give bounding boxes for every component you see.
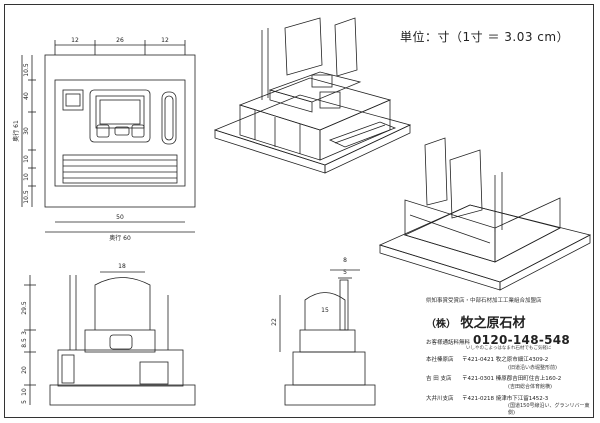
office-name: 大井川支店 — [426, 395, 454, 402]
phone-line: お客様通話料無料 0120-148-548 — [426, 332, 596, 348]
dim-top-3: 12 — [161, 37, 169, 44]
top-view — [21, 40, 196, 233]
office-address: 〒421-0301 榛原郡吉田町住吉上160-2 — [462, 376, 562, 383]
office-row: 吉 田 支店 〒421-0301 榛原郡吉田町住吉上160-2 — [426, 376, 596, 383]
side-dim-top-1: 8 — [343, 257, 347, 264]
dim-outer-left: 奥行 61 — [12, 120, 20, 142]
dim-left-1: 10.5 — [23, 63, 30, 77]
dim-left-5: 10 — [23, 173, 30, 181]
dim-top-1: 12 — [71, 37, 79, 44]
isometric-view-rear — [378, 137, 592, 291]
dim-left-3: 30 — [23, 127, 30, 135]
phone-tagline: いしやのこよっはなまれ石材でもご気軽に — [466, 346, 552, 352]
brand-prefix: （株） — [426, 319, 456, 331]
phone-number[interactable]: 0120-148-548 — [473, 332, 571, 347]
front-view-dims: 18 29.5 3 8.5 20 10 5 — [21, 263, 126, 404]
side-dim-inner-1: 15 — [321, 307, 329, 314]
side-view-dims: 8 5 15 22 — [271, 257, 347, 326]
dim-left-6: 10.5 — [23, 190, 30, 204]
dim-bottom-2: 奥行 60 — [109, 234, 131, 242]
office-name: 本社榛原店 — [426, 357, 454, 364]
dim-top-2: 26 — [116, 37, 124, 44]
brand-name: 牧之原石材 — [460, 316, 526, 332]
office-address: 〒421-0421 牧之原市細江4309-2 — [462, 357, 549, 364]
side-dim-inner-2: 22 — [271, 318, 278, 326]
front-dim-top: 18 — [118, 263, 126, 270]
side-view — [279, 269, 376, 406]
unit-label: 単位：寸（1寸 ＝ 3.03 cm） — [400, 30, 570, 44]
company-brand: （株） 牧之原石材 — [426, 315, 596, 333]
dim-bottom-1: 50 — [116, 214, 124, 221]
dim-left-4: 10 — [23, 155, 30, 163]
front-dim-6: 5 — [21, 400, 28, 404]
office-row: 大井川支店 〒421-0218 焼津市下江留1452-3 — [426, 396, 596, 403]
isometric-view-main — [213, 17, 412, 174]
office-address: 〒421-0218 焼津市下江留1452-3 — [462, 395, 549, 402]
front-view — [24, 271, 196, 406]
sheet-border — [4, 4, 594, 418]
office-note: (吉田総合体育館横) — [508, 383, 552, 390]
top-view-dims: 12 26 12 50 奥行 60 10.5 40 30 10 10 10.5 … — [12, 37, 169, 242]
office-row: 本社榛原店 〒421-0421 牧之原市細江4309-2 — [426, 357, 596, 364]
company-block: 県知事賞受賞店・中部石材加工工業組合加盟店 （株） 牧之原石材 お客様通話料無料… — [426, 298, 596, 416]
front-dim-2: 3 — [21, 331, 28, 335]
office-name: 吉 田 支店 — [426, 376, 452, 383]
front-dim-1: 29.5 — [21, 301, 28, 315]
office-note: (国道150号線沿い、グランリバー東側) — [508, 402, 590, 416]
office-note: (旧道沿い赤堀整形前) — [508, 364, 557, 371]
free-call-label: お客様通話料無料 — [426, 339, 471, 346]
front-dim-3: 8.5 — [21, 338, 28, 348]
company-cert: 県知事賞受賞店・中部石材加工工業組合加盟店 — [426, 298, 542, 304]
side-dim-top-2: 5 — [343, 269, 347, 276]
front-dim-4: 20 — [21, 366, 28, 374]
dim-left-2: 40 — [23, 92, 30, 100]
front-dim-5: 10 — [21, 388, 28, 396]
